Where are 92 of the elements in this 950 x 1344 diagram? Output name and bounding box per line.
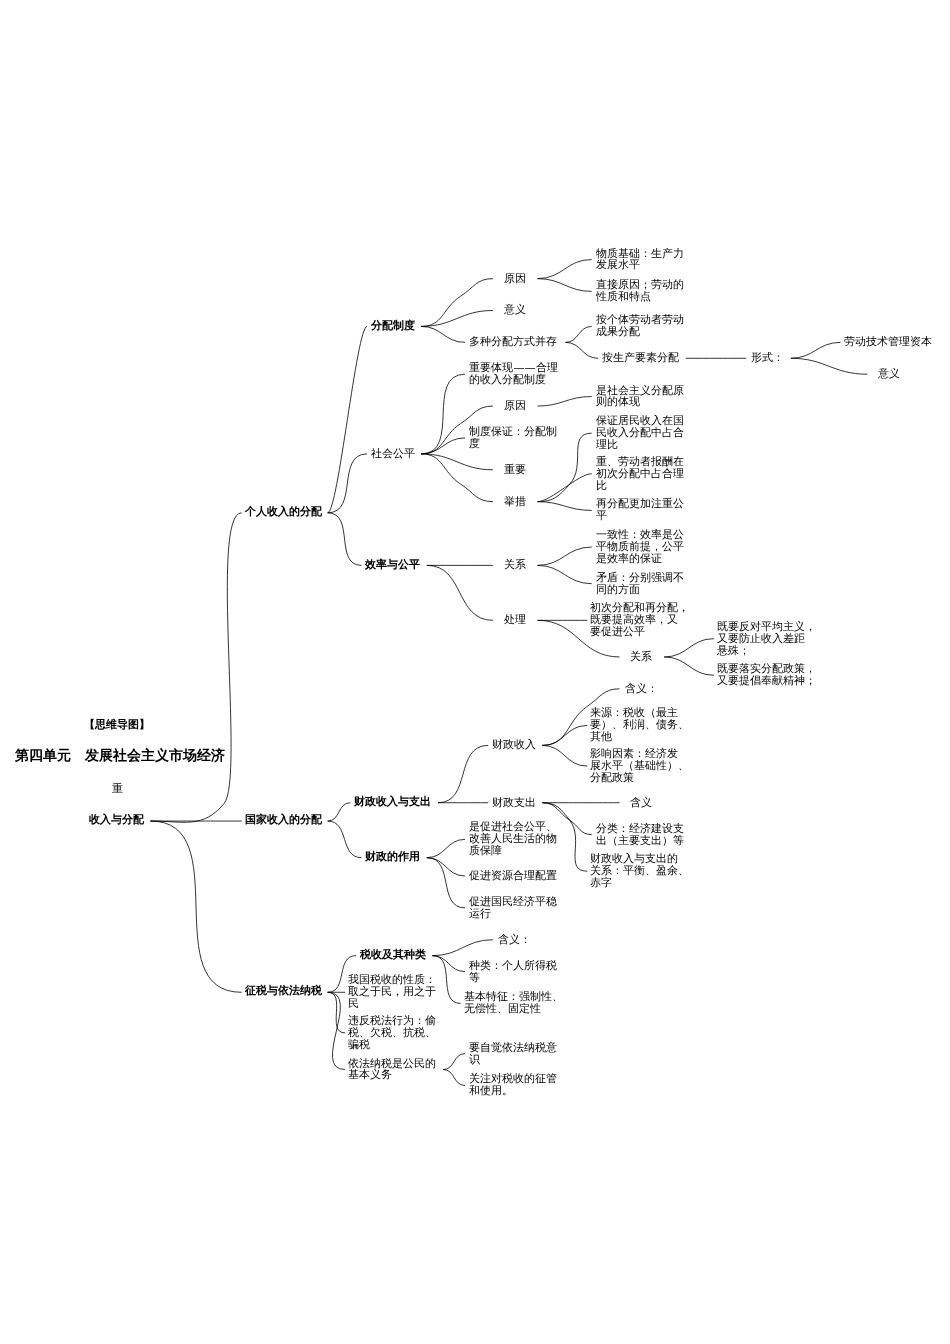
node-text: 含义 — [630, 795, 653, 809]
node-text: 原因 — [503, 398, 526, 412]
node-text: 税收及其种类 — [359, 947, 426, 961]
connector — [537, 546, 593, 566]
node-text: 分类：经济建设支出（主要支出）等 — [596, 821, 685, 847]
connector — [420, 325, 466, 343]
node-text: 物质基础：生产力发展水平 — [596, 246, 685, 271]
node-text: 含义： — [624, 681, 658, 695]
node-text: 重要体现——合理的收入分配制度 — [469, 360, 558, 386]
node-text: 举措 — [503, 494, 526, 508]
connector — [537, 395, 593, 406]
node-text: 收入与分配 — [89, 812, 145, 826]
connector — [537, 564, 593, 584]
connector — [442, 1052, 466, 1070]
connector — [537, 619, 620, 657]
connector — [150, 820, 243, 993]
connector — [426, 856, 466, 908]
node-text: 来源：税收（最主要）、利润、债务、其他 — [590, 705, 690, 743]
node-text: 保证居民收入在国民收入分配中占合理比 — [596, 413, 685, 451]
connector — [541, 801, 593, 835]
node-text: 既要反对平均主义，又要防止收入差距悬殊； — [717, 619, 817, 657]
node-text: 多种分配方式并存 — [469, 334, 558, 348]
connector — [150, 820, 243, 821]
label: 【思维导图】 — [83, 717, 150, 731]
connector — [541, 687, 620, 746]
connector — [327, 801, 351, 821]
node-text: 依法纳税是公民的基本义务 — [348, 1056, 437, 1081]
node-text: 促进国民经济平稳运行 — [469, 894, 558, 920]
node-text: 重、劳动者报酬在初次分配中占合理比 — [596, 454, 685, 492]
node-text: 征税与依法纳税 — [244, 983, 322, 997]
node-text: 财政的作用 — [365, 849, 421, 863]
connector — [150, 511, 243, 823]
node-text: 初次分配和再分配，既要提高效率，又要促进公平 — [590, 600, 690, 638]
node-text: 分配制度 — [371, 318, 416, 332]
node-text: 原因 — [503, 271, 526, 285]
connector — [541, 744, 588, 766]
node-text: 我国税收的性质：取之于民，用之于民 — [348, 972, 437, 1010]
connector — [327, 820, 362, 858]
label: 第四单元 发展社会主义市场经济 — [14, 746, 225, 763]
node-text: 再分配更加注重公平 — [596, 496, 685, 522]
node-text: 劳动技术管理资本 — [843, 334, 932, 348]
node-text: 按生产要素分配 — [602, 350, 680, 364]
node-text: 关系 — [503, 557, 526, 571]
node-text: 制度保证：分配制度 — [469, 424, 558, 450]
connector — [541, 724, 588, 746]
connector — [327, 511, 362, 566]
node-text: 个人收入的分配 — [244, 504, 322, 518]
node-text: 是社会主义分配原则的体现 — [596, 382, 685, 408]
node-text: 意义 — [878, 366, 901, 380]
connector — [437, 801, 489, 803]
node-text: 财政收入与支出 — [354, 794, 432, 808]
node-text: 种类：个人所得税等 — [469, 958, 558, 983]
node-text: 违反税法行为：偷税、欠税、抗税、骗税 — [348, 1013, 437, 1051]
node-text: 财政收入与支出的关系：平衡、盈余、赤字 — [590, 851, 690, 889]
connector — [437, 744, 489, 803]
label: 重 — [111, 781, 123, 795]
connector — [663, 637, 715, 657]
node-text: 影响因素：经济发展水平（基础性）、分配政策 — [590, 746, 690, 784]
connector — [790, 341, 841, 359]
connector — [426, 564, 494, 621]
node-text: 要自觉依法纳税意识 — [469, 1040, 558, 1066]
connector — [432, 954, 462, 1004]
node-text: 财政支出 — [492, 795, 537, 809]
node-text: 效率与公平 — [365, 557, 421, 571]
connector — [537, 277, 593, 292]
node-text: 按个体劳动者劳动成果分配 — [596, 312, 685, 338]
connector — [537, 500, 593, 511]
node-text: 关系 — [630, 649, 653, 663]
connector — [565, 341, 599, 359]
node-text: 国家收入的分配 — [244, 812, 322, 826]
node-text: 既要落实分配政策，又要提倡奉献精神； — [717, 661, 817, 687]
node-text: 财政收入 — [492, 737, 537, 751]
node-text: 处理 — [503, 612, 526, 626]
connector — [327, 325, 368, 513]
node-text: 意义 — [503, 302, 526, 316]
node-text: 形式： — [751, 350, 785, 364]
connector — [442, 1068, 466, 1086]
node-text: 促进资源合理配置 — [469, 868, 558, 882]
connector — [663, 656, 715, 676]
connector — [790, 357, 868, 375]
node-text: 基本特征：强制性、无偿性、固定性 — [463, 989, 563, 1015]
node-text: 一致性：效率是公平物质前提，公平是效率的保证 — [596, 527, 685, 565]
node-text: 直接原因；劳动的性质和特点 — [596, 277, 685, 303]
connector — [565, 325, 593, 343]
node-text: 是促进社会公平、改善人民生活的物质保障 — [469, 819, 558, 857]
connector — [541, 801, 588, 872]
node-text: 含义： — [498, 932, 532, 946]
node-text: 关注对税收的征管和使用。 — [469, 1071, 558, 1097]
node-text: 重要 — [503, 462, 526, 476]
node-text: 社会公平 — [371, 446, 416, 460]
node-text: 矛盾：分别强调不同的方面 — [596, 570, 685, 596]
connector — [420, 452, 494, 502]
